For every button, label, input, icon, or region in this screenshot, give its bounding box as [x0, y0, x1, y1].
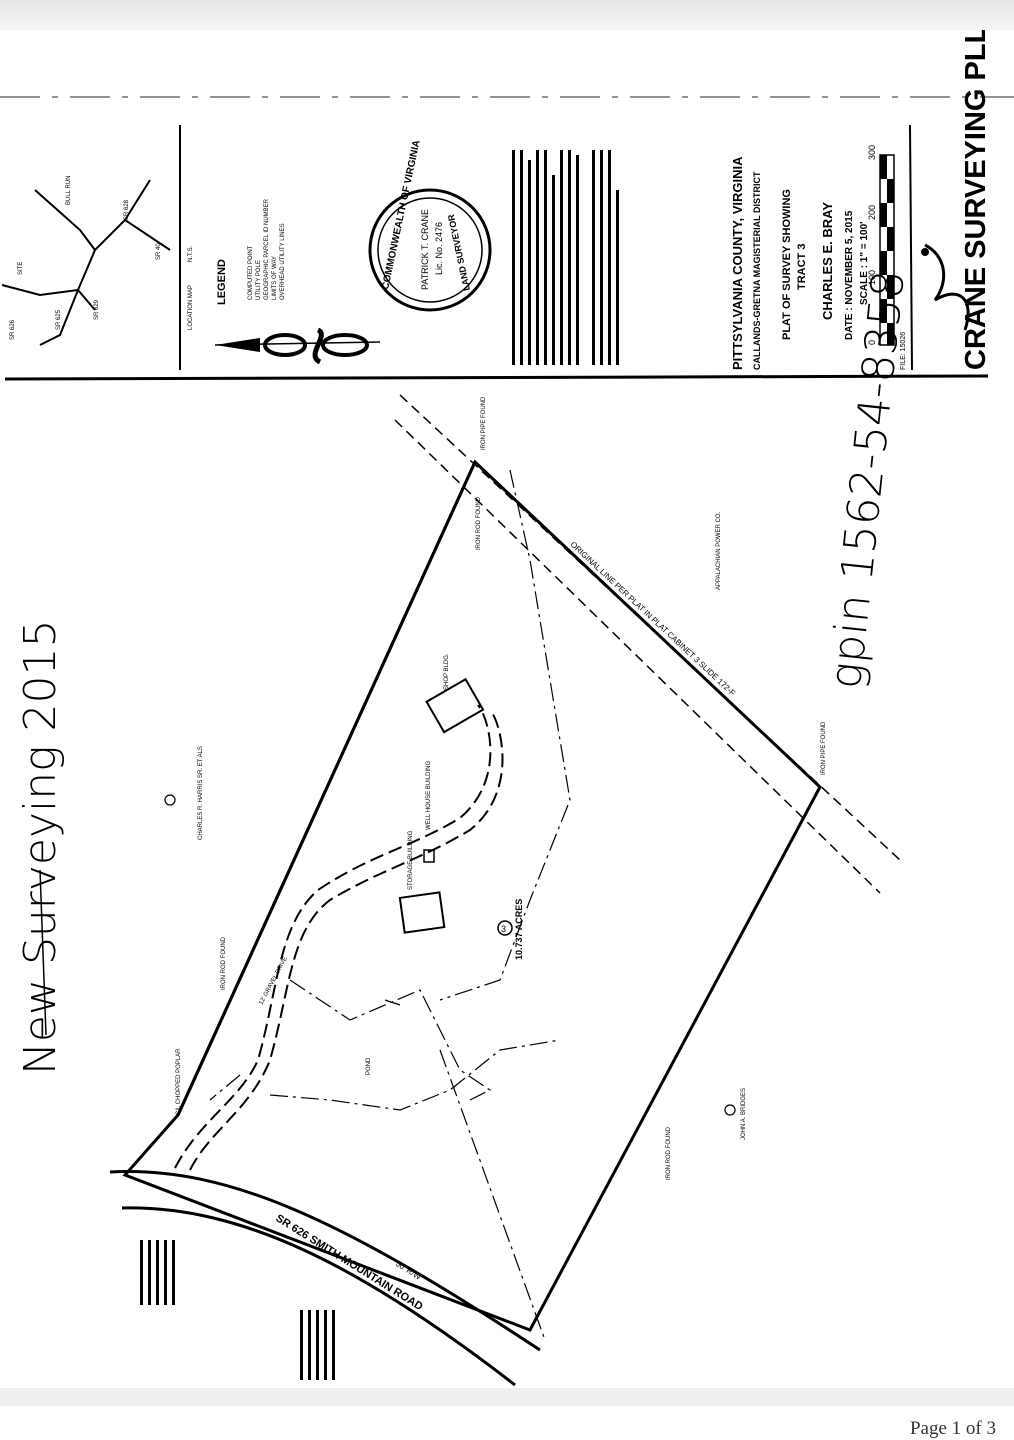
company-name: CRANE SURVEYING PLLC	[960, 30, 992, 370]
dwelling	[398, 891, 446, 934]
power-company-label: APPALACHIAN POWER CO.	[716, 511, 722, 590]
viewer-footer	[0, 1406, 1014, 1440]
handwritten-underline	[39, 869, 47, 1036]
title-date: DATE : NOVEMBER 5, 2015	[844, 210, 855, 340]
document-page: SR 626 SR 625 SR 628 SR 40 SR 629 BULL R…	[0, 5, 1014, 1388]
survey-notes	[512, 150, 619, 365]
title-doc-type: PLAT OF SURVEY SHOWING	[781, 189, 793, 340]
curve-data	[140, 1240, 335, 1380]
title-tract: TRACT 3	[796, 244, 808, 290]
plat-drawing: SR 626 SR 625 SR 628 SR 40 SR 629 BULL R…	[0, 5, 1014, 1387]
location-map-scale: N.T.S.	[188, 245, 194, 262]
north-arrow	[214, 327, 381, 365]
adjoiner-label: JOHN A. BRIDGES	[741, 1088, 747, 1140]
scale-bar-label: 200	[867, 205, 877, 220]
well-house-label: WELL HOUSE BUILDING	[426, 761, 432, 830]
seal-outer-text: COMMONWEALTH OF VIRGINIA	[380, 139, 422, 291]
scale-bar-label: 300	[867, 145, 877, 160]
location-map-road: SR 40	[156, 243, 162, 260]
title-block: PITTSYLVANIA COUNTY, VIRGINIA CALLANDS-G…	[730, 124, 913, 371]
title-prepared-for: CHARLES E. BRAY	[820, 202, 835, 320]
legend-item: LIMITS OF WAY	[272, 256, 278, 300]
legend-title: LEGEND	[216, 259, 228, 305]
location-map-road: SR 626	[10, 319, 16, 340]
location-map-title: LOCATION MAP	[188, 285, 194, 330]
gravel-drive	[174, 704, 504, 1171]
scale-bar-label: 100	[867, 270, 877, 285]
scale-bar-label: 0	[867, 340, 877, 345]
company-logo: CRANE SURVEYING PLLC	[921, 5, 992, 370]
well-house	[423, 849, 435, 863]
parcel-boundary	[122, 459, 822, 1332]
monument-label: IRON PIPE FOUND	[481, 396, 487, 450]
handwritten-gpin: gpin 1562-54-8358	[820, 268, 915, 691]
title-county: PITTSYLVANIA COUNTY, VIRGINIA	[730, 156, 745, 370]
legend-item: COMPUTED POINT	[248, 245, 254, 300]
handwritten-note: New Surveying 2015	[15, 620, 66, 1076]
location-map-road: SR 628	[124, 199, 130, 220]
title-file: FILE: 15026	[900, 332, 907, 370]
monument-label: IRON ROD FOUND	[476, 496, 482, 550]
viewer-bottom-band	[0, 1388, 1014, 1406]
seal-license: Lic. No. 2476	[434, 222, 444, 275]
legend: LEGEND COMPUTED POINT UTILITY POLE GEOGR…	[216, 198, 286, 305]
power-line-label: ORIGINAL LINE PER PLAT IN PLAT CABINET 3…	[569, 540, 737, 698]
legend-item: OVERHEAD UTILITY LINES	[280, 223, 286, 300]
tract-number: 3	[501, 924, 506, 934]
location-map-road: SR 629	[94, 299, 100, 320]
title-location: CALLANDS-GRETNA MAGISTERIAL DISTRICT	[752, 171, 762, 370]
page-indicator: Page 1 of 3	[909, 1418, 996, 1439]
legend-item: GEOGRAPHIC PARCEL ID NUMBER	[264, 198, 270, 300]
pond-label: POND	[366, 1057, 372, 1075]
storage-label: STORAGE BUILDING	[408, 830, 414, 890]
surveyor-seal: COMMONWEALTH OF VIRGINIA PATRICK T. CRAN…	[368, 139, 492, 312]
seal-name: PATRICK T. CRANE	[420, 209, 430, 290]
title-block-divider	[4, 374, 989, 381]
location-map-road: BULL RUN	[66, 176, 72, 205]
viewer-top-band	[0, 0, 1014, 30]
monument-label: IRON PIPE FOUND	[821, 721, 827, 775]
shop-building-label: SHOP BLDG.	[444, 653, 450, 690]
adjoiner-label: CHARLES R. HARRIS SR. ET ALS	[198, 746, 204, 840]
title-scale: SCALE : 1" = 100'	[859, 221, 870, 305]
scale-bar: 0 100 200 300	[867, 145, 895, 346]
gravel-drive-label: 12' GRAVEL DRIVE	[258, 956, 288, 1006]
location-map-road: SR 625	[56, 309, 62, 330]
monument-labels: IRON PIPE FOUND IRON ROD FOUND IRON ROD …	[176, 396, 827, 1180]
monument-label: IRON ROD FOUND	[666, 1126, 672, 1180]
seal-bottom-text: LAND SURVEYOR	[446, 213, 472, 292]
location-map: SR 626 SR 625 SR 628 SR 40 SR 629 BULL R…	[1, 176, 194, 346]
adjoiner-labels: CHARLES R. HARRIS SR. ET ALS JOHN A. BRI…	[164, 511, 747, 1140]
location-map-road: SITE	[18, 262, 24, 275]
legend-item: UTILITY POLE	[256, 260, 262, 300]
interior-lines	[209, 469, 571, 1341]
shop-building	[425, 677, 485, 734]
monument-label: C/L CHOPPED POPLAR	[176, 1048, 182, 1115]
monument-label: IRON ROD FOUND	[221, 936, 227, 990]
